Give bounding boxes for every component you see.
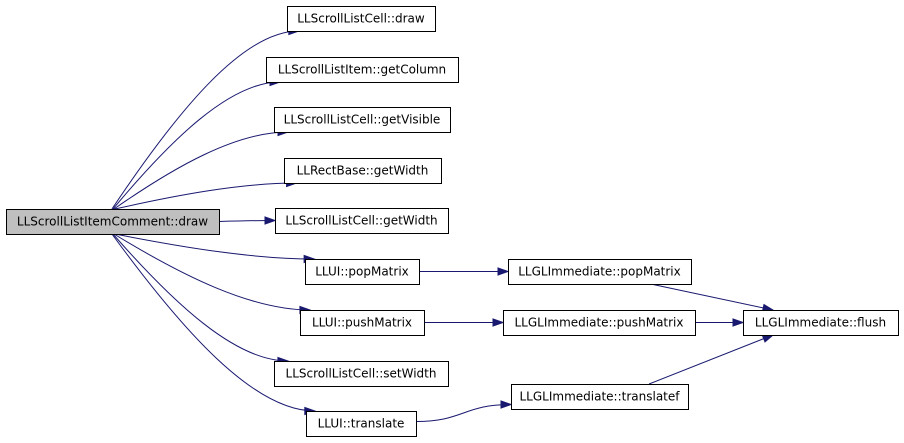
arrowhead-gl_popmatrix xyxy=(497,267,510,276)
nodes-layer: LLScrollListItemComment::drawLLScrollLis… xyxy=(6,6,899,437)
arrowhead-gl_pushmatrix xyxy=(492,318,505,327)
edge-root-to-ui_pushmatrix xyxy=(113,233,310,311)
node-label-ui_translate: LLUI::translate xyxy=(318,417,405,431)
node-box-ui_pushmatrix[interactable] xyxy=(300,310,425,336)
arrowhead-gl_flush xyxy=(732,318,745,327)
edge-root-to-item_getcolumn xyxy=(112,81,281,210)
node-label-ui_pushmatrix: LLUI::pushMatrix xyxy=(312,316,412,330)
node-label-cell_setwidth: LLScrollListCell::setWidth xyxy=(286,367,437,381)
node-root[interactable]: LLScrollListItemComment::draw xyxy=(6,209,220,235)
node-cell_getwidth[interactable]: LLScrollListCell::getWidth xyxy=(275,208,449,234)
node-box-rect_getwidth[interactable] xyxy=(284,158,442,184)
node-box-cell_getvisible[interactable] xyxy=(274,107,451,133)
node-box-gl_pushmatrix[interactable] xyxy=(503,310,696,336)
node-label-gl_popmatrix: LLGLImmediate::popMatrix xyxy=(518,265,681,279)
node-box-cell_setwidth[interactable] xyxy=(274,361,449,387)
node-ui_pushmatrix[interactable]: LLUI::pushMatrix xyxy=(300,310,425,336)
node-gl_popmatrix[interactable]: LLGLImmediate::popMatrix xyxy=(508,259,692,285)
node-ui_popmatrix[interactable]: LLUI::popMatrix xyxy=(305,259,420,285)
edge-gl_popmatrix-to-gl_flush xyxy=(650,283,774,311)
node-box-item_getcolumn[interactable] xyxy=(266,57,459,83)
edge-root-to-cell_setwidth xyxy=(112,233,288,362)
node-gl_translatef[interactable]: LLGLImmediate::translatef xyxy=(511,384,689,410)
node-label-cell_draw: LLScrollListCell::draw xyxy=(297,12,425,26)
edge-root-to-ui_popmatrix xyxy=(114,233,315,260)
node-box-cell_draw[interactable] xyxy=(287,6,436,32)
node-box-ui_translate[interactable] xyxy=(306,411,417,437)
node-box-cell_getwidth[interactable] xyxy=(275,208,449,234)
edge-gl_translatef-to-gl_flush xyxy=(648,334,774,385)
node-box-gl_flush[interactable] xyxy=(743,310,899,336)
edge-ui_translate-to-gl_translatef xyxy=(415,404,512,422)
node-label-ui_popmatrix: LLUI::popMatrix xyxy=(315,265,409,279)
node-item_getcolumn[interactable]: LLScrollListItem::getColumn xyxy=(266,57,459,83)
node-box-gl_translatef[interactable] xyxy=(511,384,689,410)
node-box-root[interactable] xyxy=(6,209,220,235)
node-gl_pushmatrix[interactable]: LLGLImmediate::pushMatrix xyxy=(503,310,696,336)
node-box-ui_popmatrix[interactable] xyxy=(305,259,420,285)
edge-root-to-cell_getvisible xyxy=(113,131,289,210)
node-label-rect_getwidth: LLRectBase::getWidth xyxy=(297,164,429,178)
node-label-root: LLScrollListItemComment::draw xyxy=(17,215,208,229)
node-rect_getwidth[interactable]: LLRectBase::getWidth xyxy=(284,158,442,184)
node-cell_getvisible[interactable]: LLScrollListCell::getVisible xyxy=(274,107,451,133)
node-cell_setwidth[interactable]: LLScrollListCell::setWidth xyxy=(274,361,449,387)
node-cell_draw[interactable]: LLScrollListCell::draw xyxy=(287,6,436,32)
node-label-gl_pushmatrix: LLGLImmediate::pushMatrix xyxy=(515,316,684,330)
node-label-item_getcolumn: LLScrollListItem::getColumn xyxy=(278,63,446,77)
node-label-gl_flush: LLGLImmediate::flush xyxy=(755,316,886,330)
node-gl_flush[interactable]: LLGLImmediate::flush xyxy=(743,310,899,336)
node-label-gl_translatef: LLGLImmediate::translatef xyxy=(520,390,681,404)
edge-root-to-rect_getwidth xyxy=(114,182,297,210)
arrowhead-gl_flush xyxy=(761,334,775,343)
edge-root-to-cell_draw xyxy=(111,30,299,210)
node-ui_translate[interactable]: LLUI::translate xyxy=(306,411,417,437)
arrowhead-gl_translatef xyxy=(500,400,513,409)
node-label-cell_getvisible: LLScrollListCell::getVisible xyxy=(284,113,441,127)
node-label-cell_getwidth: LLScrollListCell::getWidth xyxy=(285,214,437,228)
arrowhead-cell_getwidth xyxy=(264,216,277,225)
edge-root-to-ui_translate xyxy=(111,233,315,412)
node-box-gl_popmatrix[interactable] xyxy=(508,259,692,285)
